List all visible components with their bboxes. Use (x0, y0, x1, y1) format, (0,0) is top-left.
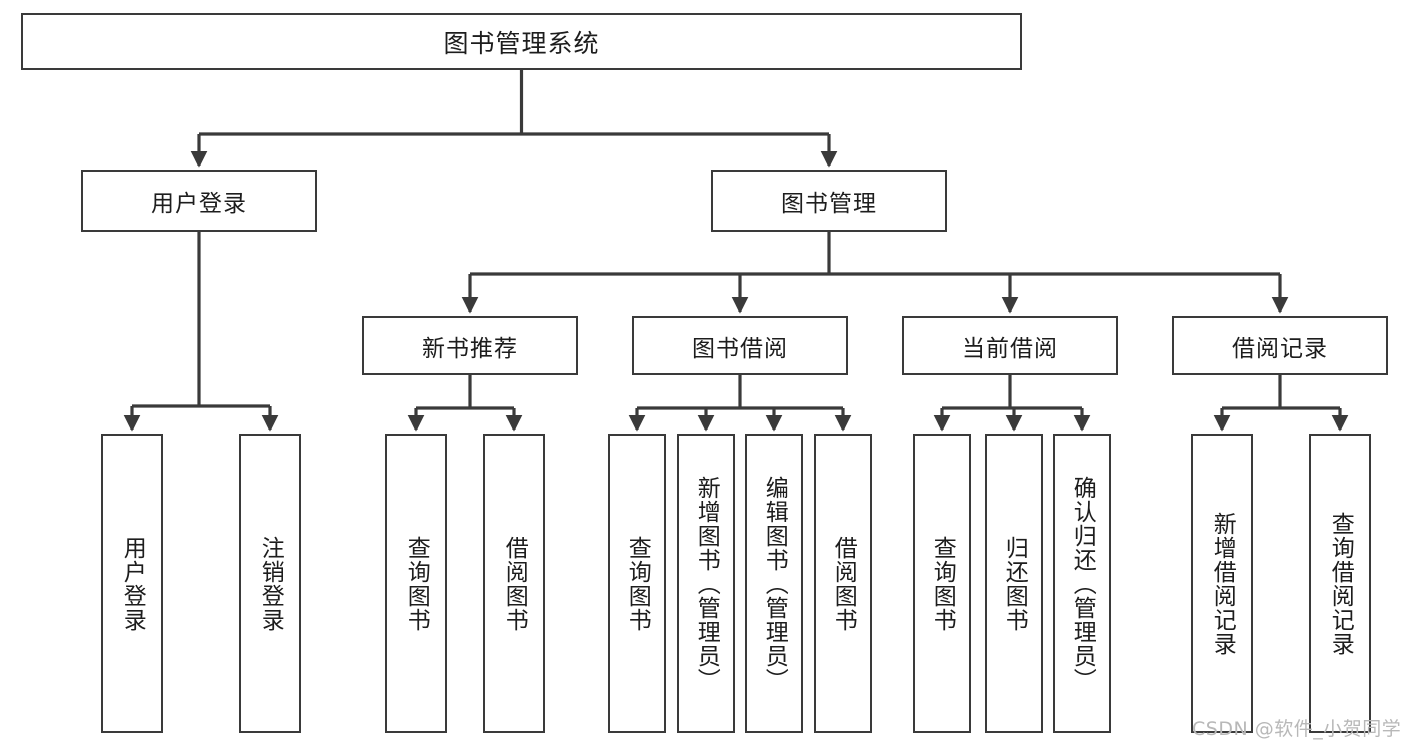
node-leaf-borrow-book-2[interactable]: 借阅图书 (814, 434, 872, 733)
node-label: 图书管理系统 (443, 28, 600, 58)
node-label: 借阅图书 (501, 535, 528, 632)
node-label: 当前借阅 (962, 335, 1058, 362)
node-leaf-borrow-book-1[interactable]: 借阅图书 (483, 434, 545, 733)
node-user-login[interactable]: 用户登录 (81, 170, 317, 232)
node-label: 查询图书 (624, 535, 651, 632)
node-book-manage[interactable]: 图书管理 (711, 170, 947, 232)
node-label: 确认归还（管理员） (1069, 475, 1096, 692)
node-borrow-record[interactable]: 借阅记录 (1172, 316, 1388, 375)
node-leaf-query-book-3[interactable]: 查询图书 (913, 434, 971, 733)
node-label: 图书管理 (781, 191, 877, 217)
node-label: 查询图书 (929, 535, 956, 632)
node-root-system[interactable]: 图书管理系统 (21, 13, 1022, 70)
node-label: 查询图书 (403, 535, 430, 632)
node-leaf-user-logout[interactable]: 注销登录 (239, 434, 301, 733)
node-label: 借阅记录 (1232, 335, 1328, 362)
node-leaf-add-book[interactable]: 新增图书（管理员） (677, 434, 735, 733)
node-current-borrow[interactable]: 当前借阅 (902, 316, 1118, 375)
node-label: 归还图书 (1001, 535, 1028, 632)
node-label: 查询借阅记录 (1327, 511, 1354, 656)
node-leaf-user-login[interactable]: 用户登录 (101, 434, 163, 733)
node-label: 新增借阅记录 (1209, 511, 1236, 656)
node-leaf-query-book-1[interactable]: 查询图书 (385, 434, 447, 733)
node-label: 用户登录 (151, 191, 247, 217)
node-label: 注销登录 (257, 535, 284, 632)
node-label: 借阅图书 (830, 535, 857, 632)
node-label: 新书推荐 (422, 335, 518, 362)
node-leaf-edit-book[interactable]: 编辑图书（管理员） (745, 434, 803, 733)
node-leaf-confirm-return[interactable]: 确认归还（管理员） (1053, 434, 1111, 733)
node-leaf-add-record[interactable]: 新增借阅记录 (1191, 434, 1253, 733)
node-label: 编辑图书（管理员） (761, 475, 788, 692)
node-label: 新增图书（管理员） (693, 475, 720, 692)
watermark-text: CSDN @软件_小贺同学 (1192, 718, 1402, 740)
node-leaf-query-book-2[interactable]: 查询图书 (608, 434, 666, 733)
node-leaf-query-record[interactable]: 查询借阅记录 (1309, 434, 1371, 733)
node-leaf-return-book[interactable]: 归还图书 (985, 434, 1043, 733)
node-label: 图书借阅 (692, 335, 788, 362)
node-label: 用户登录 (119, 535, 146, 632)
node-book-borrow[interactable]: 图书借阅 (632, 316, 848, 375)
node-new-book-recommend[interactable]: 新书推荐 (362, 316, 578, 375)
